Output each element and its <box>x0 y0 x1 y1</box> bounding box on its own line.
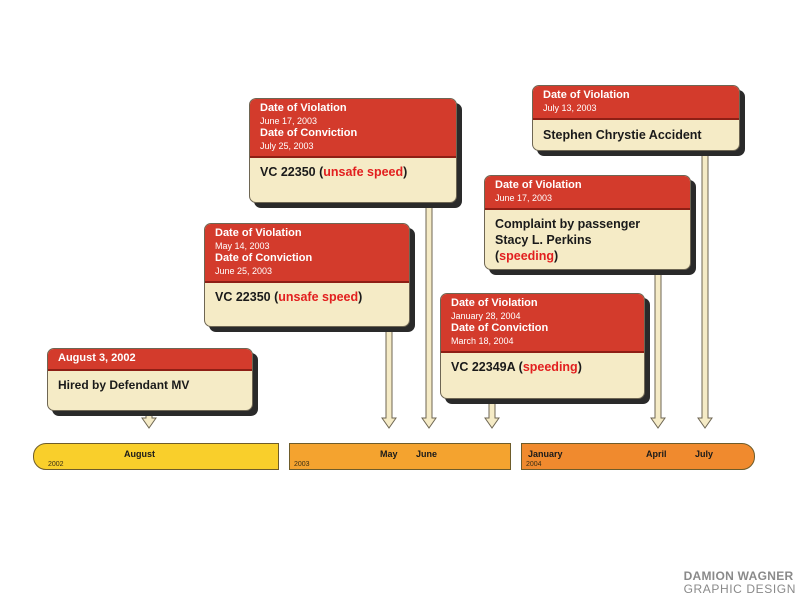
designer-credit: DAMION WAGNER GRAPHIC DESIGN <box>684 570 796 596</box>
vehicle-code: VC 22349A <box>451 360 516 374</box>
violation-label: Date of Violation <box>543 89 630 101</box>
event-card-header: Date of Violation June 17, 2003 <box>485 176 690 210</box>
arrow-july-2004 <box>697 149 713 429</box>
passenger-name: Stacy L. Perkins <box>495 233 592 247</box>
month-label-july: July <box>695 449 714 459</box>
event-date: August 3, 2002 <box>58 352 136 364</box>
arrow-june-2003 <box>421 201 437 429</box>
event-card-accident: Date of Violation July 13, 2003 Stephen … <box>532 85 740 151</box>
violation-reason: unsafe speed <box>278 290 359 304</box>
event-card-header: Date of Violation May 14, 2003 Date of C… <box>205 224 409 283</box>
violation-date: January 28, 2004 <box>451 311 521 321</box>
event-card-header: August 3, 2002 <box>48 349 252 371</box>
event-card-header: Date of Violation June 17, 2003 Date of … <box>250 99 456 158</box>
violation-label: Date of Violation <box>215 227 302 239</box>
month-label-april: April <box>646 449 667 459</box>
arrow-august-2002 <box>141 409 157 429</box>
event-card-complaint: Date of Violation June 17, 2003 Complain… <box>484 175 691 270</box>
violation-label: Date of Violation <box>260 102 347 114</box>
conviction-date: June 25, 2003 <box>215 266 273 276</box>
conviction-label: Date of Conviction <box>215 252 313 264</box>
month-label-may: May <box>380 449 398 459</box>
credit-name: DAMION WAGNER <box>683 569 794 583</box>
event-card-vc22350-june: Date of Violation June 17, 2003 Date of … <box>249 98 457 203</box>
event-card-vc22350-may: Date of Violation May 14, 2003 Date of C… <box>204 223 410 327</box>
vehicle-code: VC 22350 <box>215 290 271 304</box>
event-description: VC 22350 (unsafe speed) <box>215 290 363 304</box>
timeline-segment-2002: August 2002 <box>33 443 279 470</box>
year-label-2002: 2002 <box>48 461 64 468</box>
event-card-hired: August 3, 2002 Hired by Defendant MV <box>47 348 253 411</box>
conviction-label: Date of Conviction <box>260 127 358 139</box>
event-description: Stephen Chrystie Accident <box>543 128 702 142</box>
month-label-june: June <box>416 449 438 459</box>
credit-title: GRAPHIC DESIGN <box>683 582 796 596</box>
event-description: Complaint by passenger Stacy L. Perkins … <box>485 210 690 269</box>
violation-reason: unsafe speed <box>323 165 404 179</box>
violation-date: May 14, 2003 <box>215 241 270 251</box>
complaint-line: Complaint by passenger <box>495 217 641 231</box>
year-label-2004: 2004 <box>526 461 542 468</box>
event-card-header: Date of Violation July 13, 2003 <box>533 86 739 120</box>
timeline-segment-2003: May June 2003 <box>289 443 511 470</box>
violation-reason: speeding <box>522 360 578 374</box>
year-label-2003: 2003 <box>294 461 310 468</box>
arrow-january-2004 <box>484 397 500 429</box>
event-description: Hired by Defendant MV <box>58 378 190 392</box>
conviction-date: July 25, 2003 <box>260 141 314 151</box>
event-card-header: Date of Violation January 28, 2004 Date … <box>441 294 644 353</box>
event-description: VC 22349A (speeding) <box>451 360 582 374</box>
violation-date: July 13, 2003 <box>543 103 597 113</box>
violation-label: Date of Violation <box>451 297 538 309</box>
timeline-segment-2004: January April July 2004 <box>521 443 755 470</box>
event-description: VC 22350 (unsafe speed) <box>260 165 408 179</box>
violation-reason: speeding <box>499 249 555 263</box>
month-label-january: January <box>528 449 563 459</box>
vehicle-code: VC 22350 <box>260 165 316 179</box>
event-card-vc22349a: Date of Violation January 28, 2004 Date … <box>440 293 645 399</box>
arrow-may-2003 <box>381 323 397 429</box>
month-label-august: August <box>124 449 155 459</box>
arrow-april-2004 <box>650 267 666 429</box>
violation-date: June 17, 2003 <box>495 193 553 203</box>
conviction-label: Date of Conviction <box>451 322 549 334</box>
complaint-reason-line: (speeding) <box>495 249 559 263</box>
conviction-date: March 18, 2004 <box>451 336 514 346</box>
violation-date: June 17, 2003 <box>260 116 318 126</box>
violation-label: Date of Violation <box>495 179 582 191</box>
